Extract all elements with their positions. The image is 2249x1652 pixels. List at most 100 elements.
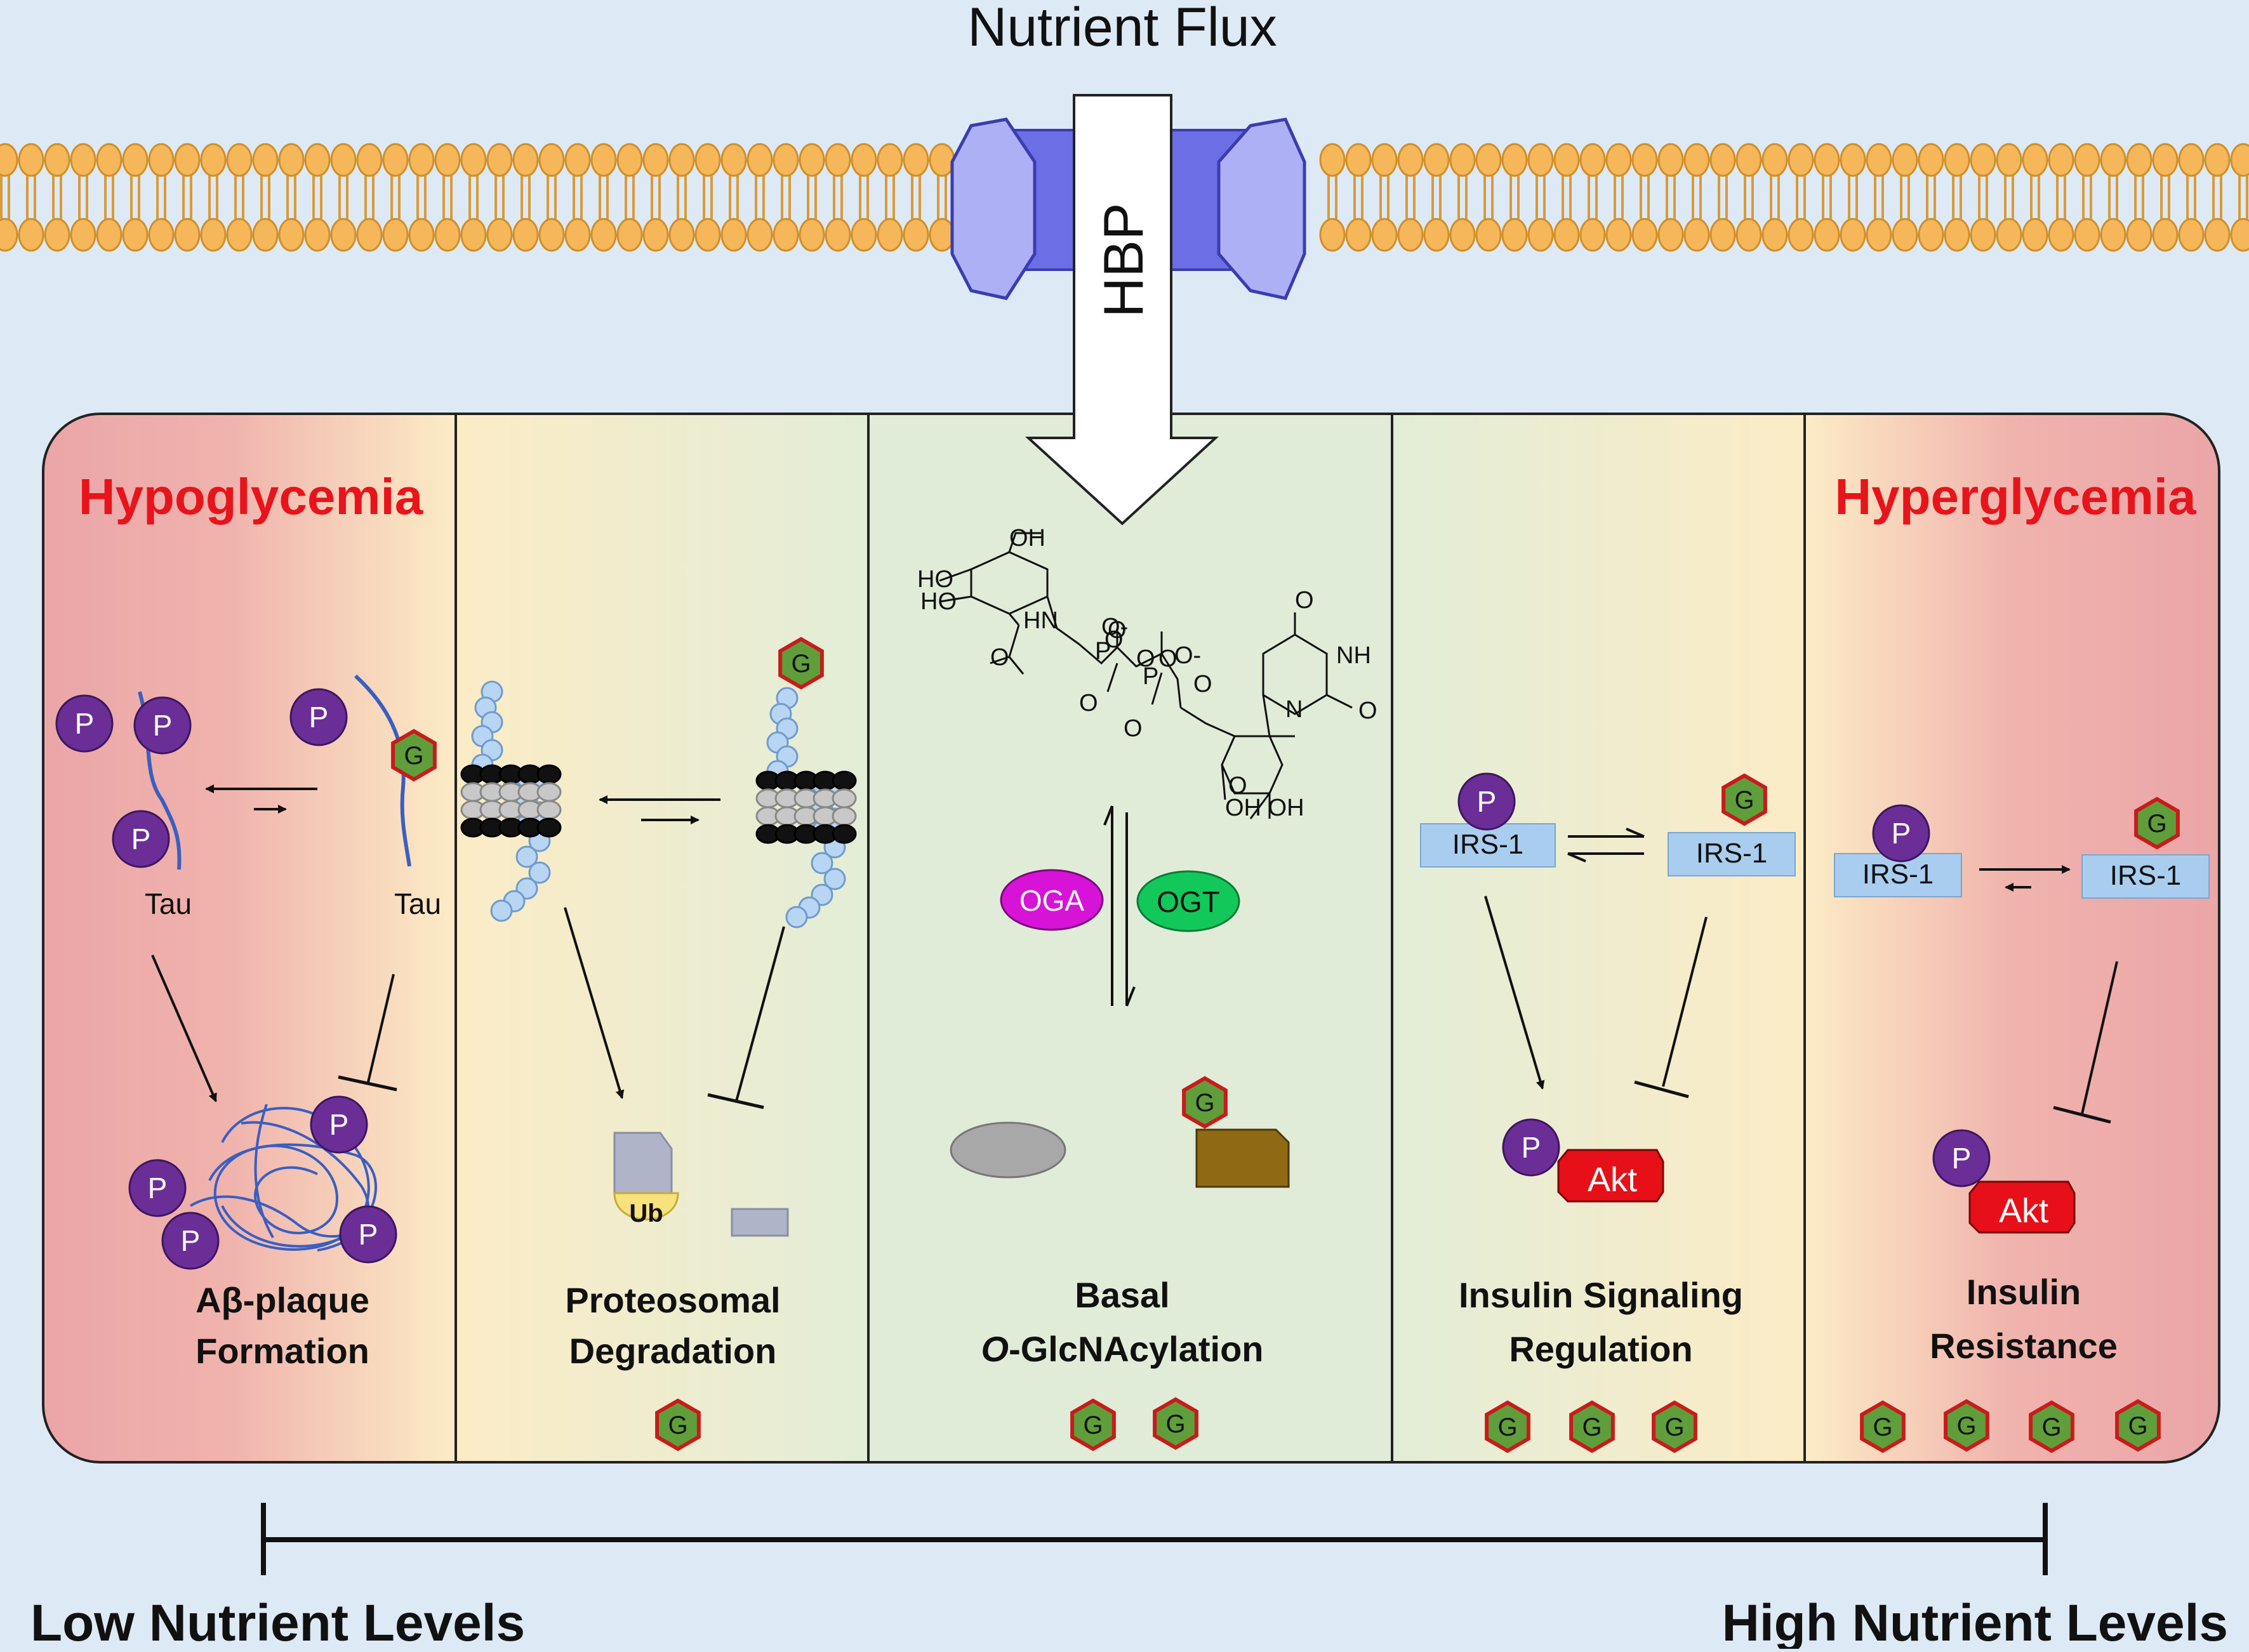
protein-bead [528,861,551,884]
irs1-right: IRS-1 [1668,832,1796,876]
glcnac-badge [2029,1400,2074,1453]
folded-protein-left [460,680,562,922]
phosphate-label: P [1952,1142,1972,1175]
caption-insulin-line2: Regulation [1509,1329,1692,1369]
glcnac-label: G [1083,1411,1103,1439]
glcnac-label: G [668,1411,687,1439]
irs1-label: IRS-1 [1862,859,1934,890]
phosphate-badge [289,688,348,746]
phosphate-label: P [153,709,173,742]
glcnac-label: G [2128,1412,2147,1440]
oga-label: OGA [1019,884,1085,917]
molecule-atom-label: O- [1101,614,1128,640]
phosphate-label: P [75,707,95,740]
akt-hyper: Akt [1968,1180,2076,1234]
inhibits-bar [2053,1106,2111,1124]
glcnac-modified-protein [1195,1128,1290,1188]
glcnac-badge [1070,1398,1116,1451]
molecule-bond [1116,631,1163,668]
oga-enzyme: OGA [1000,869,1104,931]
molecule-atom-label: O [990,644,1009,671]
glcnac-badge [1182,1076,1228,1129]
panel-hyperglycemia-bg [1805,414,2219,1462]
cell-membrane [0,143,2249,252]
diagram-title: Nutrient Flux [967,0,1277,58]
phosphate-badge [55,694,114,753]
phosphate-label: P [329,1108,349,1141]
protein-strand [832,770,857,791]
phosphate-label: P [181,1224,201,1257]
molecule-atom-label: O [1358,697,1377,724]
nutrient-spectrum-box [43,414,2219,1462]
glcnac-badge [1485,1400,1530,1453]
akt-label: Akt [1999,1192,2048,1230]
molecule-atom-label: NH [1336,642,1371,669]
molecule-atom-label: O [1124,715,1143,742]
glcnac-label: G [1582,1413,1602,1441]
glcnac-badge [655,1398,701,1451]
ogt-enzyme: OGT [1136,870,1240,932]
protein-core [536,782,562,802]
inhibits-bar [1634,1080,1689,1099]
phosphate-label: P [131,823,151,856]
protein-strand [536,817,562,838]
molecule-atom-label: O [1158,645,1178,672]
phosphate-badge [128,1159,187,1217]
glcnac-badge [2115,1399,2161,1452]
caption-hypo-line1: Aβ-plaque [196,1280,369,1320]
glcnac-label: G [1165,1410,1185,1438]
panel-hypoglycemia-bg [43,414,456,1462]
protein-bead [515,845,538,868]
glcnac-label: G [1956,1412,1976,1440]
caption-proteo-line1: Proteosomal [565,1280,780,1320]
irs1-hyper-right: IRS-1 [2081,854,2210,899]
molecule-atom-label: HN [1023,607,1058,634]
high-nutrient-label: High Nutrient Levels [1722,1594,2228,1649]
molecule-atom-label: O [1228,772,1247,799]
molecule-atom-label: O [1193,671,1212,697]
inhibits-line [2081,961,2118,1114]
panel-basal-bg [868,414,1392,1462]
molecule-bond [1008,613,1020,626]
caption-hyper-line1: Insulin [1967,1272,2081,1312]
phosphate-badge [112,810,170,868]
phosphate-label: P [1892,817,1911,850]
molecule-atom-label: N [1285,696,1303,723]
protein-bead [490,899,513,922]
molecule-bond [939,568,972,582]
protein-bead [785,906,808,928]
inhibits-line [735,926,785,1102]
glcnac-label: G [1195,1089,1214,1117]
glcnac-badge [1722,773,1767,826]
caption-basal-line2: O-GlcNAcylation [981,1329,1264,1369]
glcnac-label: G [1664,1413,1684,1441]
glcnac-label: G [1873,1413,1892,1441]
glcnac-label: G [1497,1413,1517,1441]
panel-insulin-bg [1392,414,1805,1462]
molecule-bond [1106,663,1118,692]
protein-core [832,806,857,826]
molecule-atom-label: HO [920,588,957,615]
tau-right [354,674,411,867]
glcnac-label: G [791,650,811,678]
phosphate-badge [1872,804,1930,862]
phosphate-label: P [148,1172,168,1205]
tau-label-left: Tau [145,887,192,920]
molecule-atom-label: OH OH [1225,795,1304,821]
ubiquitin-label: Ub [629,1199,663,1227]
protein-bead [811,852,833,875]
ogt-label: OGT [1157,885,1220,918]
half-arrowhead [1125,986,1136,1007]
molecule-bond [939,595,972,603]
molecule-bond [1262,694,1271,737]
akt-insulin: Akt [1557,1149,1664,1203]
phosphate-badge [133,696,192,755]
phosphate-badge [310,1095,368,1154]
molecule-bond [1008,656,1025,675]
ubiquitinated-protein: Ub [613,1132,679,1227]
hbp-label: HBP [1092,203,1155,318]
molecule-bond [1221,764,1226,800]
promotes-arrow [1484,895,1545,1090]
